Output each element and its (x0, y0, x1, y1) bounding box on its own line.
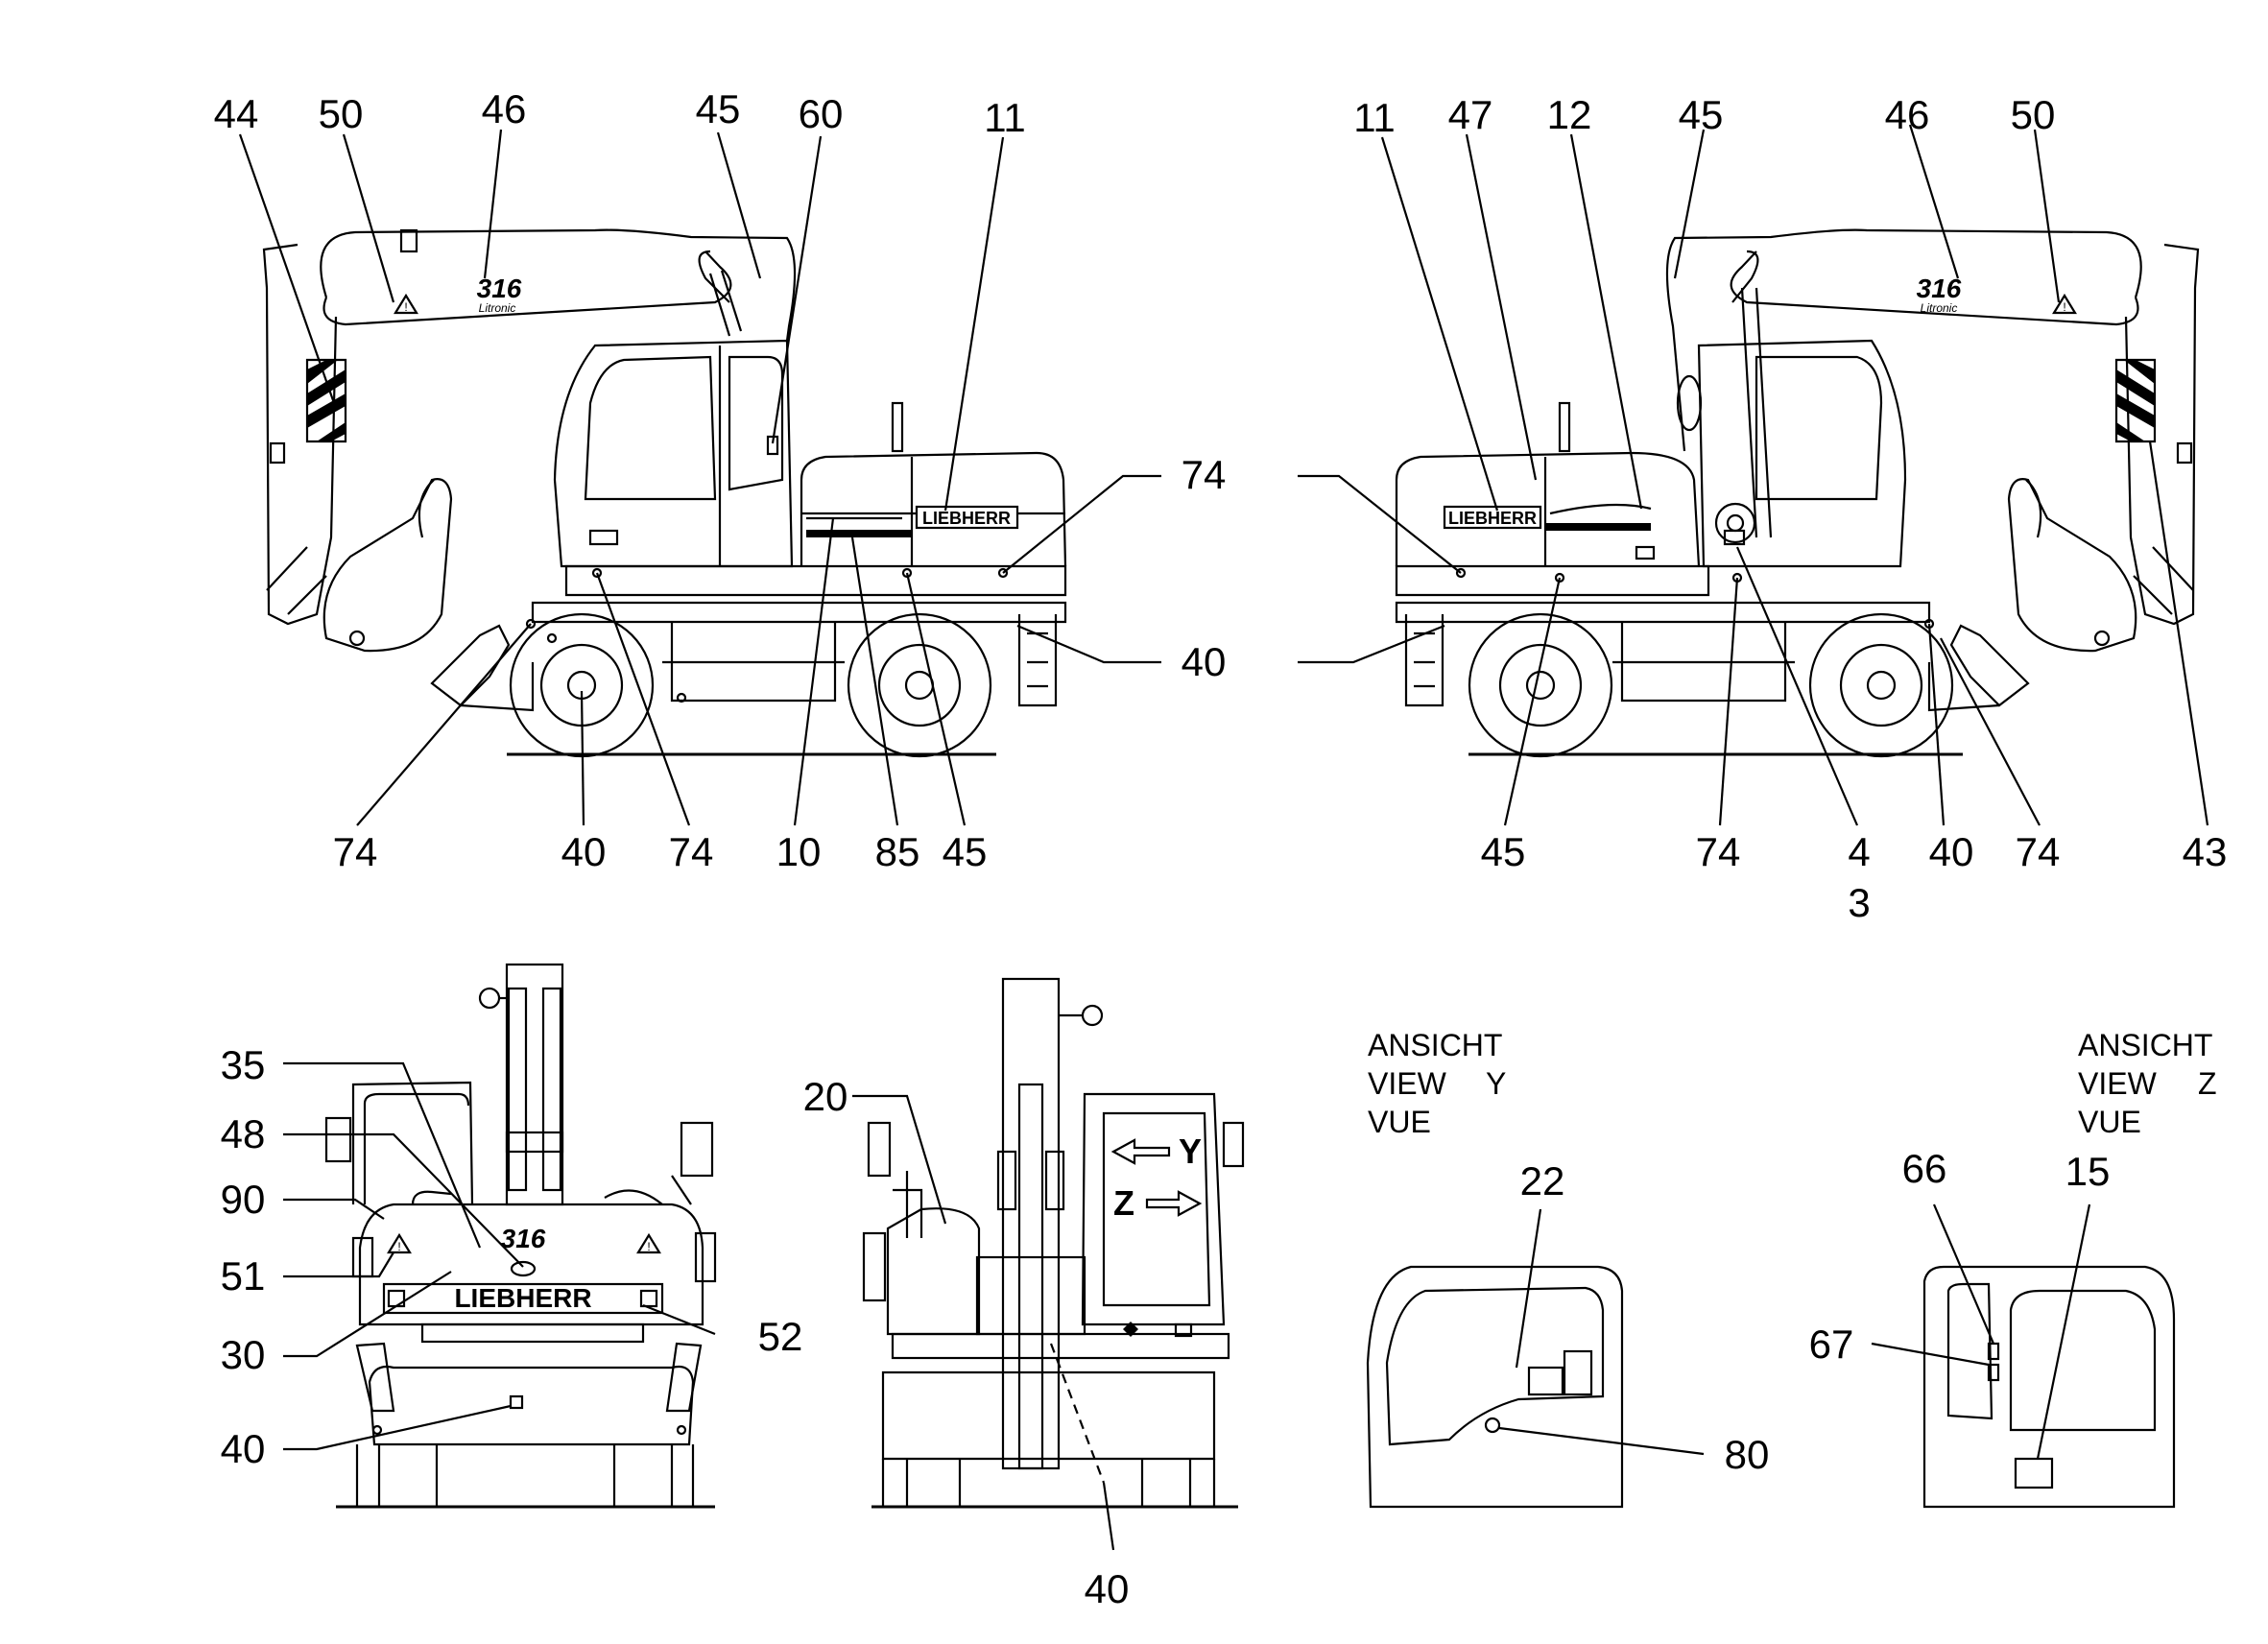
front-view: Y Z 20 40 (803, 977, 1245, 1611)
view-y-arrow-label: Y (1179, 1132, 1202, 1171)
left-callout-45-top: 45 (696, 86, 741, 131)
left-boom-model: 316 (477, 274, 522, 303)
left-side-view: LIEBHERR ! 316 Litronic (214, 86, 1227, 874)
left-callout-44: 44 (214, 91, 259, 136)
rear-callout-48: 48 (221, 1111, 266, 1156)
right-bucket (2007, 478, 2194, 653)
right-callout-74-a: 74 (1696, 829, 1741, 874)
left-callout-46: 46 (482, 86, 527, 131)
left-callout-74-side: 74 (1182, 452, 1227, 497)
right-side-view: LIEBHERR ! 316 Litronic (1298, 92, 2227, 925)
view-z-caption-3: VUE (2078, 1105, 2141, 1139)
front-callout-20: 20 (803, 1074, 848, 1119)
view-y-callout-80: 80 (1725, 1432, 1770, 1477)
right-callout-45-top: 45 (1679, 92, 1724, 137)
right-front-wheel (1468, 612, 1613, 758)
left-callout-40: 40 (561, 829, 607, 874)
view-y-caption-1: ANSICHT (1368, 1028, 1502, 1062)
right-callout-45-bottom: 45 (1481, 829, 1526, 874)
rear-callout-52: 52 (758, 1314, 803, 1359)
left-callout-85: 85 (875, 829, 920, 874)
left-callout-74-b: 74 (669, 829, 714, 874)
view-z-caption-2: VIEW (2078, 1066, 2158, 1101)
right-callout-50: 50 (2011, 92, 2056, 137)
front-wheel (847, 612, 992, 758)
view-z-callout-67: 67 (1809, 1322, 1854, 1367)
rear-callout-51: 51 (221, 1253, 266, 1299)
front-cab (1081, 1092, 1245, 1326)
view-z: ANSICHT VIEW VUE Z 66 15 67 (1809, 1028, 2217, 1509)
view-z-callout-66: 66 (1902, 1146, 1947, 1191)
left-stick (262, 243, 347, 626)
view-y-arrow: Y (1110, 1132, 1202, 1171)
left-callout-45-bottom: 45 (943, 829, 988, 874)
right-callout-11: 11 (1353, 95, 1396, 140)
right-callout-43: 43 (2183, 829, 2228, 874)
view-z-caption-1: ANSICHT (2078, 1028, 2212, 1062)
left-brand-logo: LIEBHERR (922, 509, 1011, 528)
view-y-callout-22: 22 (1520, 1158, 1565, 1203)
right-rear-wheel (1808, 612, 1954, 758)
view-z-callout-15: 15 (2065, 1149, 2111, 1194)
right-boom-model-sub: Litronic (1921, 301, 1958, 315)
rear-callout-30: 30 (221, 1332, 266, 1377)
view-z-arrow: Z (1113, 1183, 1203, 1223)
left-boom: ! 316 Litronic (320, 228, 797, 342)
rear-model-label: 316 (501, 1224, 546, 1253)
right-callout-74-b: 74 (2016, 829, 2061, 874)
left-callout-40-side: 40 (1182, 639, 1227, 684)
left-bucket (266, 478, 453, 653)
view-y: ANSICHT VIEW VUE Y 22 80 (1366, 1028, 1770, 1509)
svg-text:!: ! (397, 1240, 400, 1253)
right-callout-12: 12 (1547, 92, 1592, 137)
svg-text:!: ! (404, 300, 407, 314)
rear-callout-40: 40 (221, 1426, 266, 1471)
left-callout-50: 50 (319, 91, 364, 136)
right-callout-46: 46 (1885, 92, 1930, 137)
rear-callout-35: 35 (221, 1042, 266, 1087)
left-callout-74-a: 74 (333, 829, 378, 874)
rear-view: ! ! 316 LIEBHERR 35 48 90 51 30 40 52 (221, 963, 803, 1509)
svg-text:!: ! (647, 1240, 650, 1253)
left-callout-10: 10 (776, 829, 822, 874)
left-callout-11: 11 (984, 95, 1026, 140)
rear-brand-logo: LIEBHERR (454, 1283, 591, 1313)
rear-callout-90: 90 (221, 1177, 266, 1222)
view-z-arrow-label: Z (1113, 1183, 1134, 1223)
right-stick (2114, 243, 2200, 626)
front-callout-40: 40 (1085, 1566, 1130, 1611)
view-y-caption-2: VIEW (1368, 1066, 1447, 1101)
right-callout-3: 3 (1848, 880, 1870, 925)
right-boom-model: 316 (1917, 274, 1962, 303)
view-z-letter: Z (2198, 1066, 2217, 1101)
svg-text:!: ! (2063, 300, 2065, 314)
right-callout-40: 40 (1929, 829, 1974, 874)
view-y-letter: Y (1486, 1066, 1506, 1101)
right-boom: ! 316 Litronic (1665, 228, 2142, 544)
right-brand-logo: LIEBHERR (1448, 509, 1537, 528)
left-boom-model-sub: Litronic (479, 301, 516, 315)
left-callout-60: 60 (799, 91, 844, 136)
right-callout-4: 4 (1848, 829, 1870, 874)
view-y-door (1366, 1265, 1624, 1509)
view-z-door (1922, 1265, 2176, 1509)
right-callout-47: 47 (1448, 92, 1493, 137)
view-y-caption-3: VUE (1368, 1105, 1431, 1139)
right-cab (1697, 339, 1907, 568)
left-cab (553, 339, 794, 568)
